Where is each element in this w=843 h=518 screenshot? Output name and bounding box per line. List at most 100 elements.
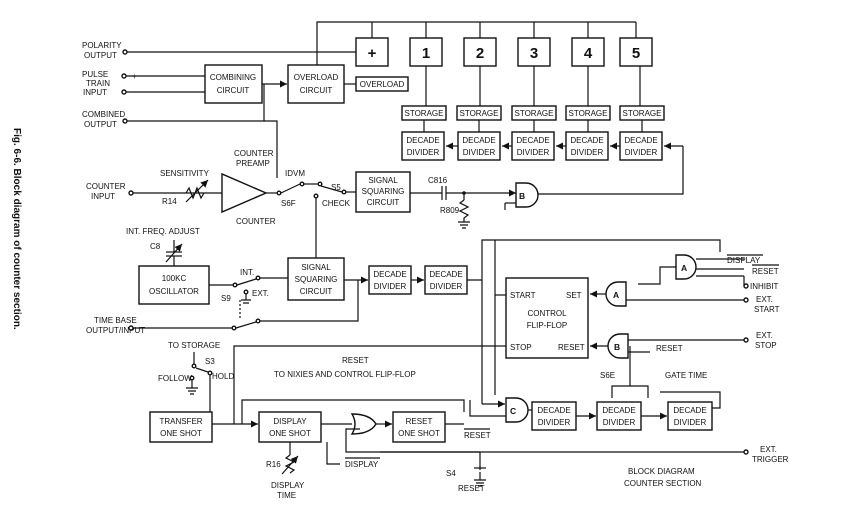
reset-in-label: RESET <box>752 267 779 276</box>
svg-text:DIVIDER: DIVIDER <box>430 282 463 291</box>
r16-resistor <box>284 454 296 474</box>
svg-text:OSCILLATOR: OSCILLATOR <box>149 287 199 296</box>
wire-s9b-to-dd <box>260 280 359 322</box>
wire-gateA-upper-out <box>638 266 676 285</box>
decade-divider-top-2: DECADE DIVIDER <box>457 131 501 161</box>
s3-common <box>191 363 197 369</box>
storage-2-label: STORAGE <box>460 109 499 118</box>
display-in-label: DISPLAY <box>727 256 761 265</box>
svg-text:DECADE: DECADE <box>516 136 549 145</box>
s9-common <box>255 275 261 281</box>
gate-a-upper <box>675 254 697 280</box>
s5-contact-a <box>317 181 323 187</box>
ext-start-terminal <box>743 297 749 303</box>
s9-label: S9 <box>221 294 231 303</box>
s3-switch <box>195 367 209 373</box>
combined-output-label-2: OUTPUT <box>84 120 117 129</box>
wire-gateB-to-dd5 <box>536 146 684 195</box>
s3-ground <box>186 380 198 395</box>
svg-text:DIVIDER: DIVIDER <box>407 148 440 157</box>
svg-text:DIVIDER: DIVIDER <box>374 282 407 291</box>
combined-output-terminal <box>122 118 128 124</box>
c816-label: C816 <box>428 176 448 185</box>
s9b-common <box>255 318 261 324</box>
ext-stop-label-1: EXT. <box>756 331 773 340</box>
svg-text:CONTROL: CONTROL <box>527 309 567 318</box>
storage-2: STORAGE <box>456 105 502 121</box>
ext-trigger-terminal <box>743 449 749 455</box>
reset-one-shot: RESET ONE SHOT <box>392 411 446 443</box>
time-base-label-2: OUTPUT/INPUT <box>86 326 145 335</box>
svg-text:DIVIDER: DIVIDER <box>538 418 571 427</box>
gate-b-lower <box>607 333 629 359</box>
overload-indicator: OVERLOAD <box>355 76 409 92</box>
ext-label: EXT. <box>252 289 269 298</box>
svg-text:ONE SHOT: ONE SHOT <box>269 429 311 438</box>
r14-label: R14 <box>162 197 177 206</box>
storage-4-label: STORAGE <box>569 109 608 118</box>
idvm-label: IDVM <box>285 169 305 178</box>
svg-text:DECADE: DECADE <box>537 406 570 415</box>
s9-int-contact <box>232 282 238 288</box>
pulse-train-label-3: INPUT <box>83 88 107 97</box>
s5-contact-b <box>341 189 347 195</box>
pulse-minus-terminal <box>121 89 127 95</box>
r16-label: R16 <box>266 460 281 469</box>
pulse-plus-terminal <box>121 73 127 79</box>
s6e-switch-link <box>611 385 649 398</box>
signal-squaring-circuit-top: SIGNAL SQUARING CIRCUIT <box>355 171 411 213</box>
s4-ground <box>474 479 486 487</box>
hold-label: HOLD <box>212 372 234 381</box>
display-time-label-2: TIME <box>277 491 296 500</box>
time-base-label-1: TIME BASE <box>94 316 137 325</box>
svg-text:DIVIDER: DIVIDER <box>625 148 658 157</box>
svg-text:DECADE: DECADE <box>624 136 657 145</box>
ext-trigger-label-2: TRIGGER <box>752 455 789 464</box>
counter-preamp-amplifier <box>221 172 268 214</box>
svg-text:TRANSFER: TRANSFER <box>159 417 202 426</box>
display-4-label: 4 <box>584 45 593 62</box>
display-3-label: 3 <box>530 45 538 62</box>
r809-ground <box>458 221 470 229</box>
gate-a-lower-label: A <box>613 290 619 300</box>
reset-os-out-label: RESET <box>464 431 491 440</box>
figure-caption: Fig. 6-6. Block diagram of counter secti… <box>11 128 22 330</box>
display-4: 4 <box>571 37 605 67</box>
svg-text:STOP: STOP <box>510 343 532 352</box>
reset-b-label: RESET <box>656 344 683 353</box>
wire-reset-loop <box>241 399 465 424</box>
svg-text:RESET: RESET <box>406 417 433 426</box>
combined-output-label-1: COMBINED <box>82 110 125 119</box>
display-time-label-1: DISPLAY <box>271 481 305 490</box>
svg-text:ONE SHOT: ONE SHOT <box>160 429 202 438</box>
svg-text:CIRCUIT: CIRCUIT <box>217 86 250 95</box>
wire-reset-bus <box>233 345 495 424</box>
storage-3-label: STORAGE <box>515 109 554 118</box>
svg-text:DECADE: DECADE <box>462 136 495 145</box>
svg-text:SQUARING: SQUARING <box>362 187 405 196</box>
display-plus: + <box>355 37 389 67</box>
check-label: CHECK <box>322 199 351 208</box>
ext-start-label-1: EXT. <box>756 295 773 304</box>
int-label: INT. <box>240 268 254 277</box>
follow-label: FOLLOW <box>158 374 192 383</box>
wire-dd-to-gateA <box>467 239 721 281</box>
c8-adjust-arrow <box>165 243 183 263</box>
control-flip-flop: CONTROL FLIP-FLOP START SET STOP RESET <box>505 277 589 359</box>
svg-text:OVERLOAD: OVERLOAD <box>294 73 339 82</box>
s3-follow-contact <box>189 375 195 381</box>
wire-gate-time <box>660 391 721 409</box>
svg-text:DIVIDER: DIVIDER <box>674 418 707 427</box>
svg-text:ONE SHOT: ONE SHOT <box>398 429 440 438</box>
s5-check-contact <box>313 193 319 199</box>
wire-gateC-in2 <box>469 400 506 417</box>
decade-divider-bot-3: DECADE DIVIDER <box>667 401 713 431</box>
display-5: 5 <box>619 37 653 67</box>
svg-text:DIVIDER: DIVIDER <box>603 418 636 427</box>
ext-trigger-label-1: EXT. <box>760 445 777 454</box>
svg-text:SIGNAL: SIGNAL <box>301 263 331 272</box>
ext-stop-label-2: STOP <box>755 341 777 350</box>
decade-divider-top-3: DECADE DIVIDER <box>511 131 555 161</box>
storage-1-label: STORAGE <box>405 109 444 118</box>
top-bus-wire <box>316 21 636 65</box>
